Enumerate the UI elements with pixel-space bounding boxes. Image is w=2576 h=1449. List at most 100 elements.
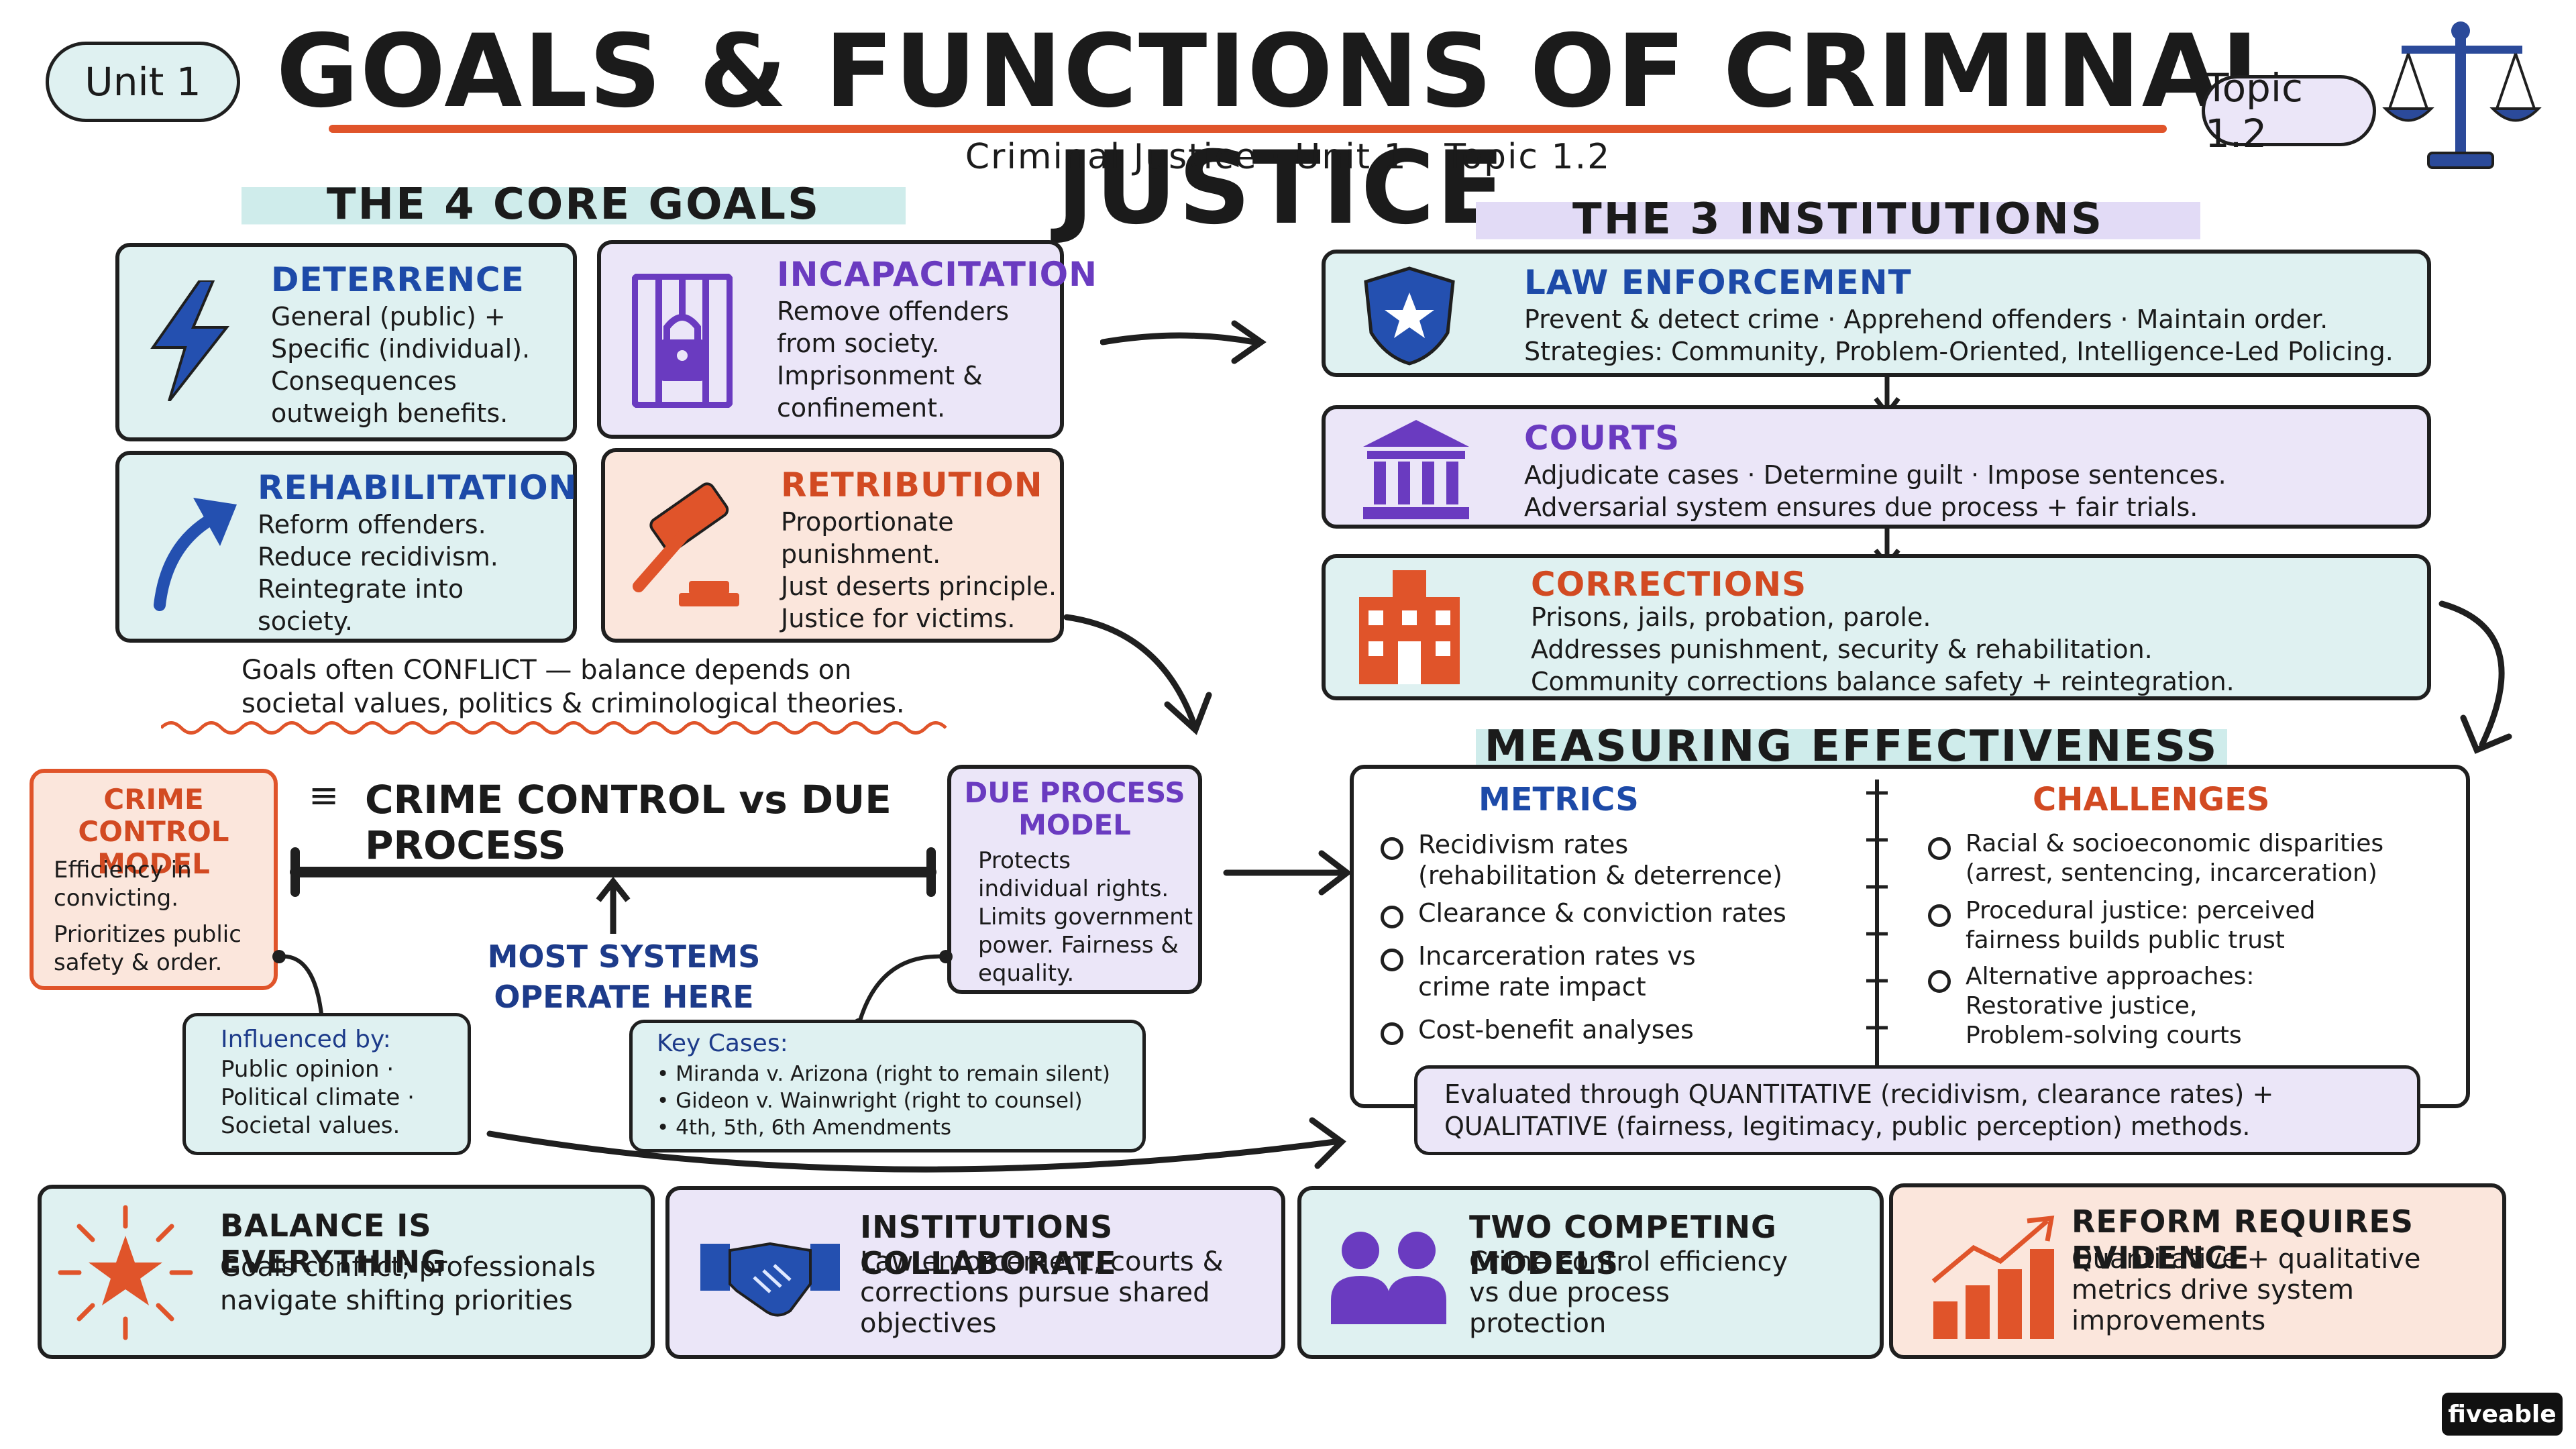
key-case-item: • 4th, 5th, 6th Amendments: [657, 1116, 952, 1140]
police-badge-icon: [1364, 266, 1455, 366]
goal-text: Remove offenders from society. Imprisonm…: [777, 297, 1010, 423]
goal-text: General (public) + Specific (individual)…: [271, 302, 531, 428]
bar-chart-growth-icon: [1931, 1216, 2055, 1339]
challenge-item: Racial & socioeconomic disparities (arre…: [1966, 830, 2384, 887]
takeaway-card: TWO COMPETING MODELS Crime control effic…: [1297, 1186, 1884, 1359]
crime-control-title: CRIME CONTROL MODEL: [78, 783, 229, 880]
institution-text: Prevent & detect crime · Apprehend offen…: [1524, 305, 2394, 366]
title-underline: [329, 125, 2167, 133]
goal-card-deterrence: DETERRENCE General (public) + Specific (…: [115, 243, 577, 441]
evaluated-methods-banner: Evaluated through QUANTITATIVE (recidivi…: [1414, 1065, 2420, 1155]
crime-control-model-card: CRIME CONTROL MODEL Efficiency in convic…: [30, 769, 278, 990]
institution-corrections: CORRECTIONS Prisons, jails, probation, p…: [1322, 554, 2431, 700]
page-title: GOALS & FUNCTIONS OF CRIMINAL JUSTICE: [276, 13, 2287, 247]
takeaway-title: REFORM REQUIRES EVIDENCE: [2072, 1203, 2414, 1276]
key-cases-card: Key Cases: • Miranda v. Arizona (right t…: [629, 1020, 1146, 1152]
up-arrow-icon: [154, 498, 237, 611]
takeaway-text: Goals conflict; professionals navigate s…: [220, 1252, 596, 1316]
crime-control-text-1: Efficiency in convicting.: [54, 857, 192, 912]
brand-label: fiveable: [2448, 1400, 2557, 1428]
goal-title: INCAPACITATION: [777, 255, 1097, 294]
metric-item: Clearance & conviction rates: [1418, 898, 1786, 928]
measuring-heading: MEASURING EFFECTIVENESS: [1476, 722, 2227, 771]
influenced-by-card: Influenced by: Public opinion · Politica…: [182, 1013, 471, 1155]
speed-lines-icon: ≡: [309, 774, 339, 816]
takeaway-title: BALANCE IS EVERYTHING: [220, 1208, 447, 1280]
influenced-title: Influenced by:: [221, 1026, 391, 1053]
takeaway-card: INSTITUTIONS COLLABORATE Law enforcement…: [665, 1186, 1285, 1359]
challenge-item: Alternative approaches: Restorative just…: [1966, 963, 2255, 1049]
metric-bullet: [1381, 949, 1403, 971]
key-case-item: • Gideon v. Wainwright (right to counsel…: [657, 1089, 1083, 1113]
evaluated-text: Evaluated through QUANTITATIVE (recidivi…: [1444, 1079, 2274, 1141]
goals-conflict-note: Goals often CONFLICT — balance depends o…: [241, 655, 905, 719]
takeaway-title: INSTITUTIONS COLLABORATE: [860, 1209, 1117, 1281]
topic-badge-label: Topic 1.2: [2205, 65, 2303, 156]
takeaway-text: Crime control efficiency vs due process …: [1469, 1246, 1788, 1339]
takeaway-card: REFORM REQUIRES EVIDENCE Quantitative + …: [1889, 1183, 2506, 1359]
key-case-label: 4th, 5th, 6th Amendments: [676, 1116, 952, 1140]
arrow-influenced-to-evaluated: [486, 1117, 1346, 1173]
challenge-bullet: [1928, 837, 1951, 860]
institution-title: CORRECTIONS: [1531, 565, 1807, 604]
two-people-icon: [1331, 1232, 1446, 1324]
goal-title: REHABILITATION: [258, 468, 578, 507]
institution-title: COURTS: [1524, 419, 1680, 458]
lightning-icon: [150, 280, 230, 401]
challenge-item: Procedural justice: perceived fairness b…: [1966, 897, 2316, 954]
crime-control-text-2: Prioritizes public safety & order.: [54, 921, 241, 976]
arrow-corrections-to-measuring: [2438, 600, 2512, 754]
takeaway-card: BALANCE IS EVERYTHING Goals conflict; pr…: [38, 1185, 655, 1359]
most-systems-label: MOST SYSTEMS OPERATE HERE: [487, 938, 761, 1015]
institution-text: Prisons, jails, probation, parole. Addre…: [1531, 602, 2235, 696]
goal-card-incapacitation: INCAPACITATION Remove offenders from soc…: [597, 240, 1097, 439]
takeaway-title: TWO COMPETING MODELS: [1469, 1209, 1777, 1281]
key-cases-title: Key Cases:: [657, 1030, 788, 1057]
institution-law-enforcement: LAW ENFORCEMENT Prevent & detect crime ·…: [1322, 250, 2431, 377]
institution-text: Adjudicate cases · Determine guilt · Imp…: [1524, 460, 2226, 522]
wavy-divider: [161, 721, 947, 735]
arrow-models-to-measuring: [1223, 850, 1352, 896]
goal-text: Proportionate punishment. Just deserts p…: [781, 507, 1057, 633]
takeaway-text: Law enforcement, courts & corrections pu…: [860, 1246, 1224, 1339]
prison-building-icon: [1359, 570, 1460, 684]
topic-badge: Topic 1.2: [2202, 65, 2376, 156]
goal-title: DETERRENCE: [271, 260, 525, 299]
metric-bullet: [1381, 837, 1403, 860]
gavel-icon: [633, 482, 739, 606]
goals-heading: THE 4 CORE GOALS: [241, 180, 906, 229]
page-subtitle: Criminal Justice · Unit 1 · Topic 1.2: [965, 137, 1611, 177]
due-process-text: Protects individual rights. Limits gover…: [978, 847, 1193, 987]
metric-bullet: [1381, 1022, 1403, 1045]
up-arrow-icon: [596, 876, 631, 934]
institutions-heading: THE 3 INSTITUTIONS: [1476, 195, 2200, 244]
key-case-label: Gideon v. Wainwright (right to counsel): [676, 1089, 1083, 1113]
metrics-title: METRICS: [1479, 781, 1639, 818]
metric-item: Incarceration rates vs crime rate impact: [1418, 941, 1696, 1002]
unit-badge-label: Unit 1: [85, 59, 201, 105]
unit-badge: Unit 1: [46, 42, 240, 122]
brand-logo: fiveable: [2442, 1393, 2563, 1436]
jail-lock-icon: [632, 274, 733, 408]
due-process-model-card: DUE PROCESS MODEL Protects individual ri…: [947, 765, 1202, 994]
arrow-goals-to-institutions: [1100, 320, 1267, 364]
courthouse-icon: [1363, 420, 1469, 519]
takeaway-text: Quantitative + qualitative metrics drive…: [2072, 1244, 2421, 1336]
spectrum-scale: [290, 847, 936, 897]
goal-text: Reform offenders. Reduce recidivism. Rei…: [258, 510, 498, 636]
goal-card-retribution: RETRIBUTION Proportionate punishment. Ju…: [601, 448, 1064, 643]
column-divider: [1866, 780, 1888, 1075]
measuring-card: METRICS CHALLENGES Recidivism rates (reh…: [1350, 765, 2470, 1108]
goal-card-rehabilitation: REHABILITATION Reform offenders. Reduce …: [115, 451, 577, 643]
scales-of-justice-icon: [2382, 21, 2542, 169]
challenges-title: CHALLENGES: [2033, 781, 2270, 818]
influenced-text: Public opinion · Political climate · Soc…: [221, 1056, 415, 1139]
challenge-bullet: [1928, 904, 1951, 927]
metric-item: Recidivism rates (rehabilitation & deter…: [1418, 830, 1783, 890]
star-burst-icon: [58, 1205, 193, 1340]
vs-heading: ≡ CRIME CONTROL vs DUE PROCESS: [309, 771, 912, 868]
key-case-item: • Miranda v. Arizona (right to remain si…: [657, 1062, 1110, 1086]
due-process-title: DUE PROCESS MODEL: [964, 776, 1185, 841]
arrow-goals-down: [1063, 614, 1212, 735]
handshake-icon: [700, 1242, 840, 1317]
